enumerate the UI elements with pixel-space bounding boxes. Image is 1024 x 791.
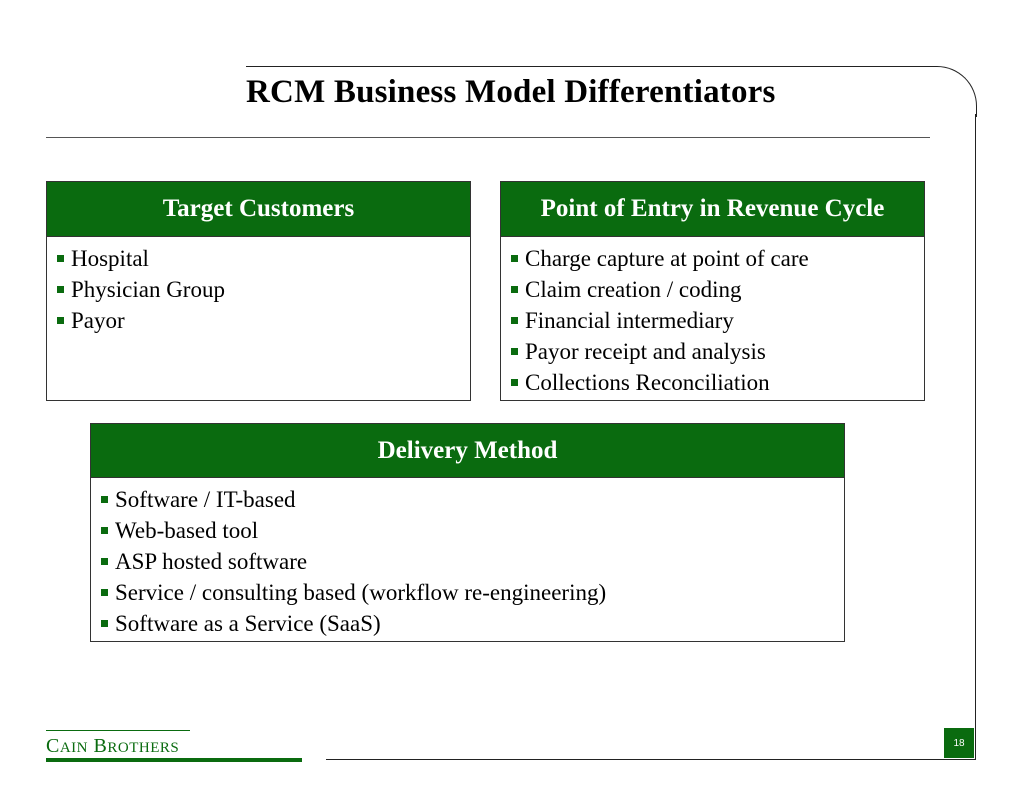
list-item: Web-based tool — [101, 515, 834, 546]
square-bullet-icon — [101, 620, 108, 627]
list-item: Charge capture at point of care — [511, 243, 914, 274]
list-item: Software / IT-based — [101, 484, 834, 515]
delivery-method-box: Delivery Method Software / IT-based Web-… — [90, 423, 845, 642]
square-bullet-icon — [101, 589, 108, 596]
list-item: Collections Reconciliation — [511, 367, 914, 398]
list-item: ASP hosted software — [101, 546, 834, 577]
target-customers-box: Target Customers Hospital Physician Grou… — [46, 181, 471, 401]
point-of-entry-box: Point of Entry in Revenue Cycle Charge c… — [500, 181, 925, 401]
target-customers-list: Hospital Physician Group Payor — [47, 237, 470, 336]
list-item: Claim creation / coding — [511, 274, 914, 305]
square-bullet-icon — [57, 317, 64, 324]
list-item: Physician Group — [57, 274, 460, 305]
list-item: Hospital — [57, 243, 460, 274]
title-divider — [46, 137, 930, 138]
point-of-entry-heading: Point of Entry in Revenue Cycle — [501, 182, 924, 237]
square-bullet-icon — [511, 255, 518, 262]
cain-brothers-logo: CAIN BROTHERS — [46, 730, 302, 764]
delivery-method-list: Software / IT-based Web-based tool ASP h… — [91, 478, 844, 639]
square-bullet-icon — [511, 348, 518, 355]
frame-rounded-corner — [926, 66, 977, 117]
logo-wordmark: CAIN BROTHERS — [46, 735, 180, 757]
square-bullet-icon — [511, 317, 518, 324]
square-bullet-icon — [57, 255, 64, 262]
logo-bottom-bar — [46, 758, 302, 762]
slide-title: RCM Business Model Differentiators — [246, 74, 776, 110]
logo-top-rule — [46, 730, 190, 731]
square-bullet-icon — [57, 286, 64, 293]
list-item: Payor — [57, 305, 460, 336]
square-bullet-icon — [101, 527, 108, 534]
square-bullet-icon — [101, 496, 108, 503]
square-bullet-icon — [511, 286, 518, 293]
frame-right-line — [975, 114, 976, 760]
frame-bottom-line — [326, 759, 976, 760]
square-bullet-icon — [511, 379, 518, 386]
delivery-method-heading: Delivery Method — [91, 424, 844, 478]
target-customers-heading: Target Customers — [47, 182, 470, 237]
page-number-badge: 18 — [944, 728, 974, 758]
list-item: Service / consulting based (workflow re-… — [101, 577, 834, 608]
square-bullet-icon — [101, 558, 108, 565]
list-item: Software as a Service (SaaS) — [101, 608, 834, 639]
frame-top-line — [246, 66, 936, 67]
list-item: Payor receipt and analysis — [511, 336, 914, 367]
point-of-entry-list: Charge capture at point of care Claim cr… — [501, 237, 924, 398]
list-item: Financial intermediary — [511, 305, 914, 336]
